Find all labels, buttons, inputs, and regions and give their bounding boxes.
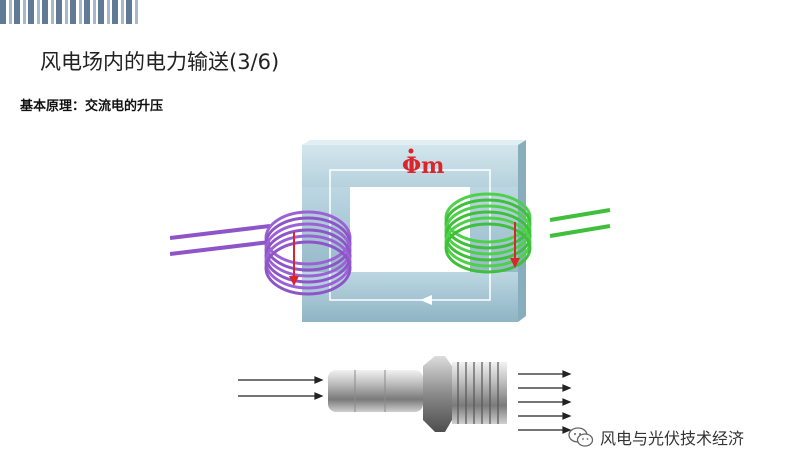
input-flow-arrows bbox=[238, 376, 324, 400]
slide-subtitle: 基本原理：交流电的升压 bbox=[20, 99, 164, 114]
nozzle-illustration bbox=[238, 356, 572, 434]
secondary-coil bbox=[444, 192, 611, 274]
primary-coil bbox=[170, 210, 352, 296]
watermark: 风电与光伏技术经济 bbox=[568, 423, 744, 451]
wechat-icon bbox=[568, 427, 594, 447]
flux-label: Φm bbox=[402, 148, 444, 179]
output-flow-arrows bbox=[518, 370, 572, 434]
slide-title: 风电场内的电力输送(3/6) bbox=[40, 50, 280, 74]
header-decoration bbox=[0, 0, 140, 24]
flux-symbol: Φm bbox=[402, 153, 444, 179]
watermark-text: 风电与光伏技术经济 bbox=[600, 429, 745, 448]
transformer-illustration: Φm bbox=[170, 140, 611, 322]
